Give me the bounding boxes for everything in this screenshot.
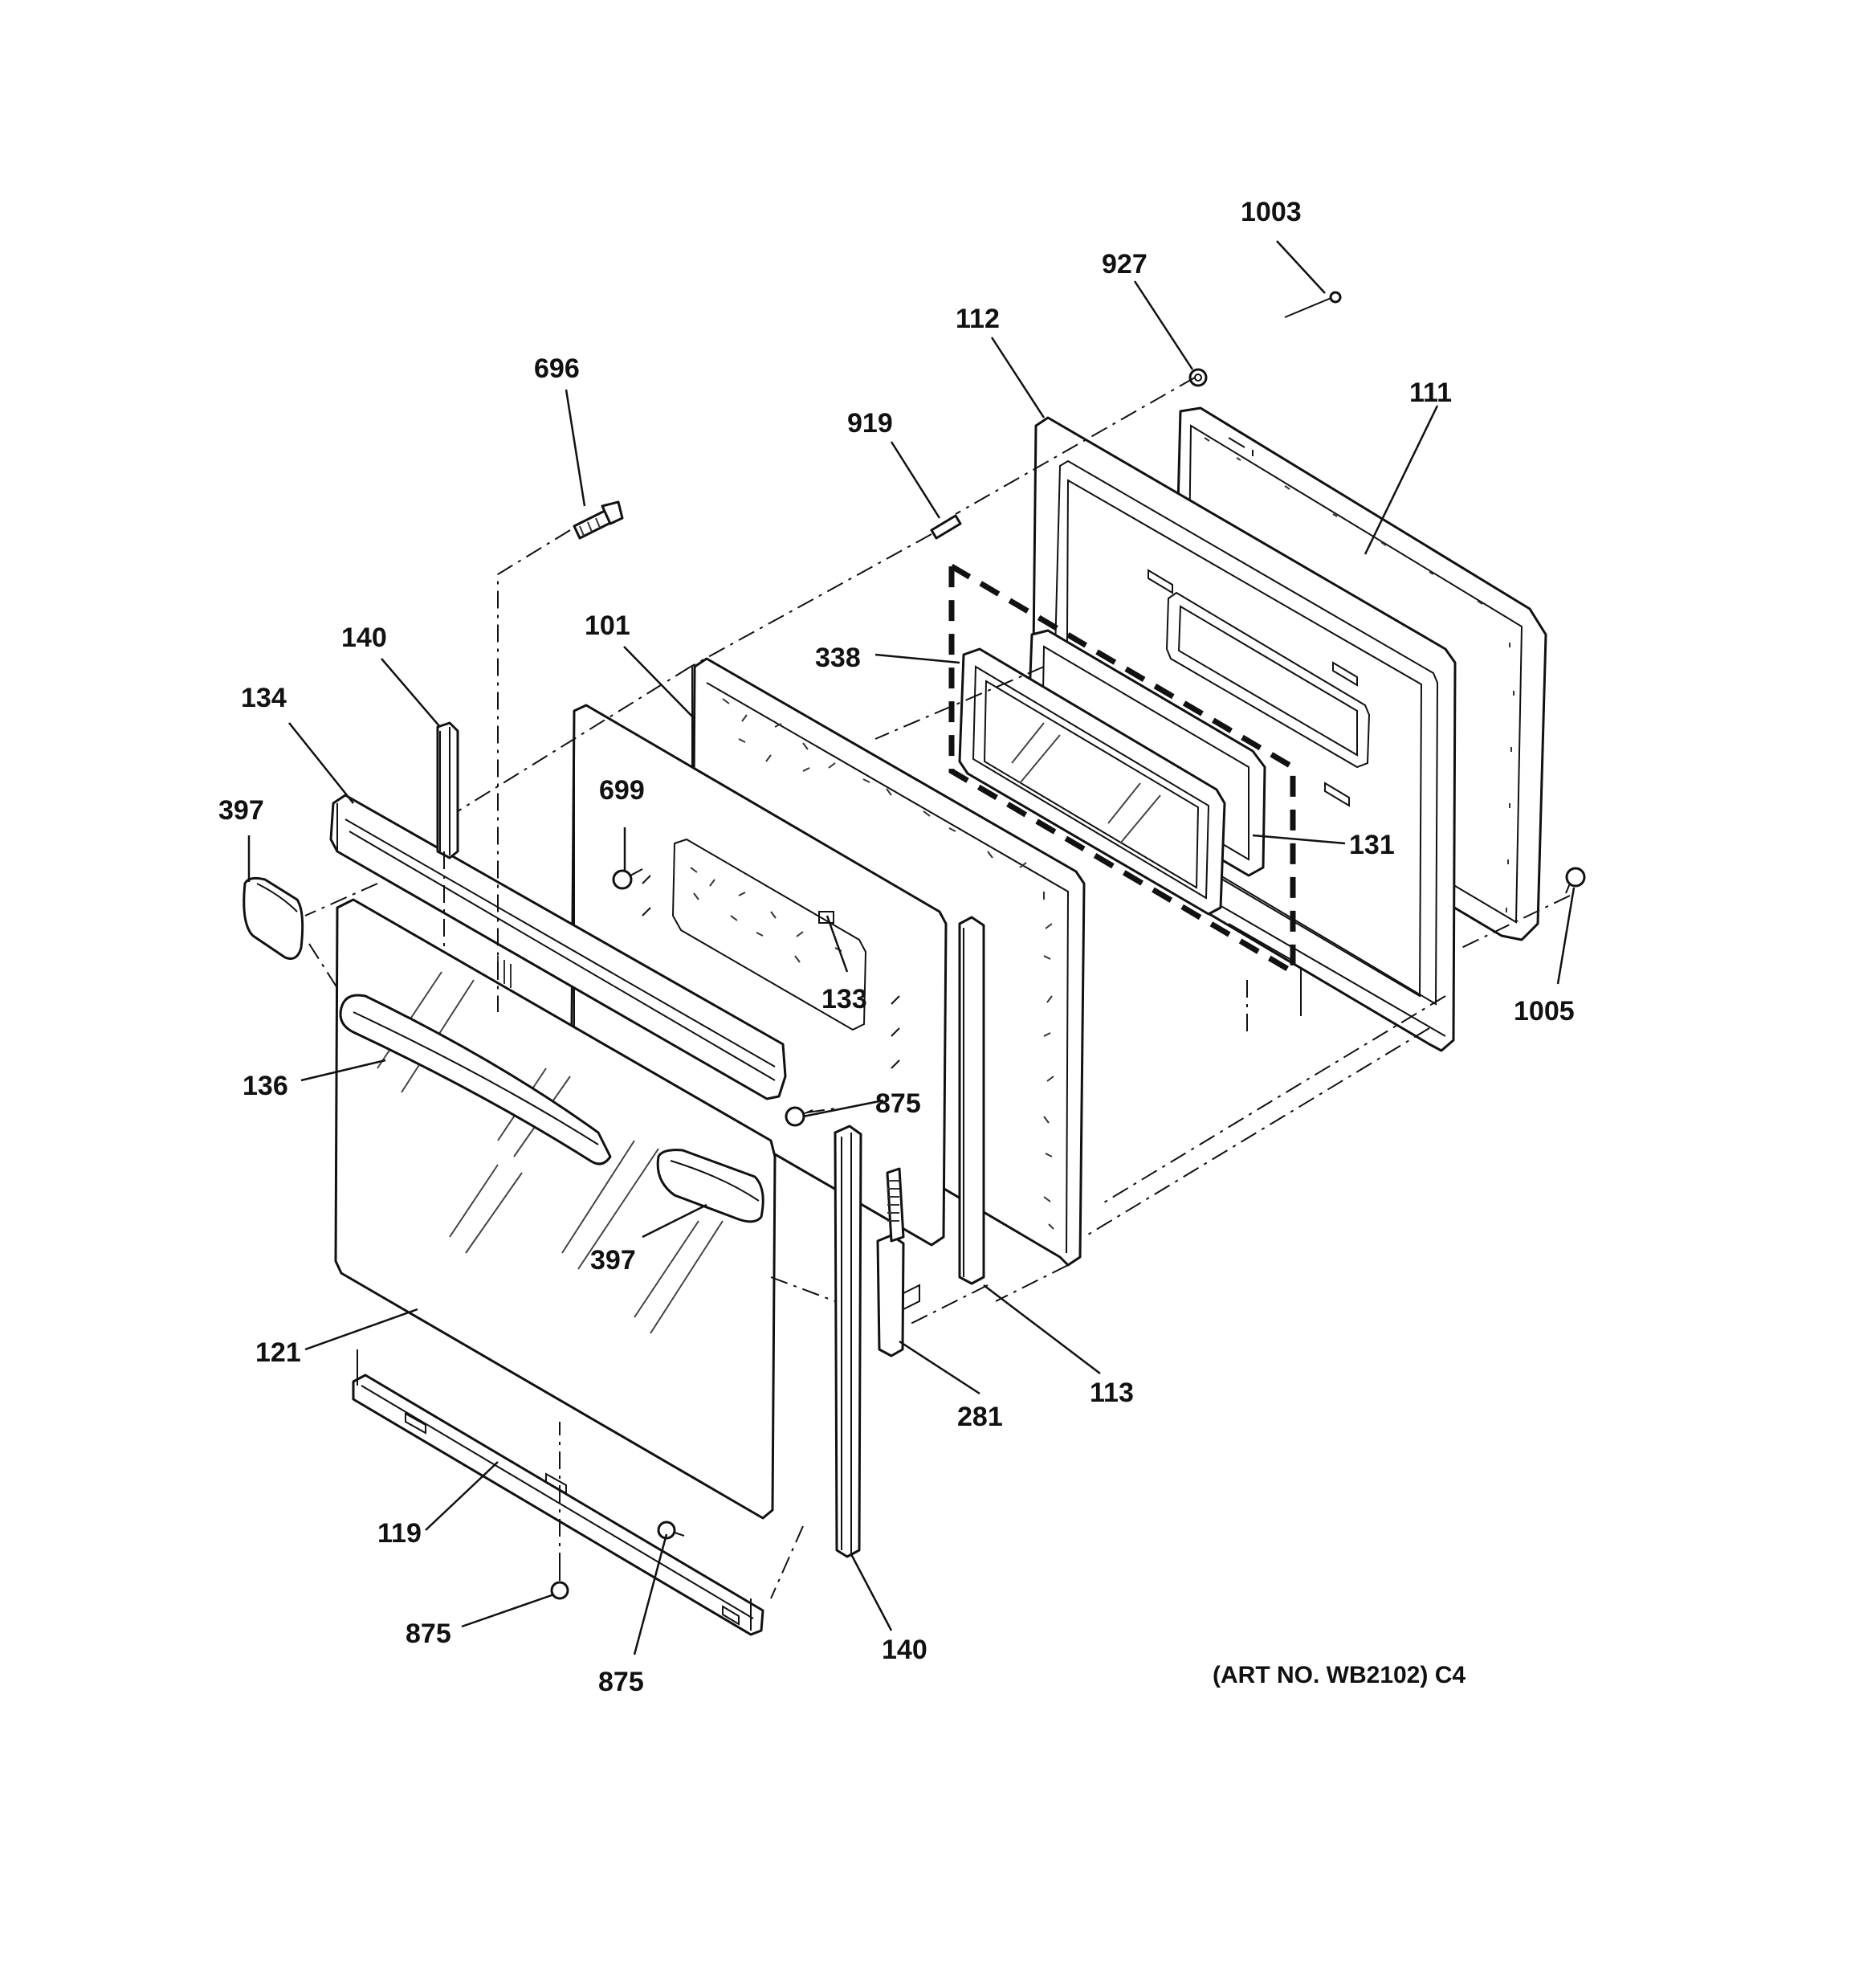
callout-281: 281 [957,1402,1003,1432]
callout-133: 133 [821,984,867,1014]
screw-1003 [1284,291,1342,318]
callout-131: 131 [1349,830,1395,860]
callout-875-upper: 875 [875,1088,921,1119]
part-338-window-glass [958,647,1226,916]
part-140-left-channel [436,721,459,1012]
screw-919 [930,514,962,540]
callout-927: 927 [1102,249,1148,280]
callout-121: 121 [255,1337,301,1368]
callout-136: 136 [243,1071,288,1101]
callout-111: 111 [1409,378,1452,408]
callout-140-lower: 140 [882,1635,927,1665]
callout-113: 113 [1090,1378,1134,1408]
assembly-lines [304,377,1571,1599]
screw-699 [612,868,643,890]
screw-1005 [1565,867,1586,894]
part-281-hinge [876,1167,920,1357]
callout-112: 112 [956,304,1000,334]
washer-927 [1188,368,1208,387]
callout-140-upper: 140 [341,623,387,653]
callout-875-lower-left: 875 [406,1619,451,1649]
screw-875-lower-right [657,1521,685,1540]
callout-1003: 1003 [1241,197,1302,227]
callout-397-right: 397 [590,1245,636,1276]
callout-696: 696 [534,353,580,384]
callout-699: 699 [599,775,645,806]
callout-1005: 1005 [1514,996,1575,1027]
callout-919: 919 [847,408,893,439]
screw-696 [573,500,624,540]
part-134-top-trim [329,794,787,1100]
part-140-right-channel [834,916,985,1558]
callout-875-lower-right: 875 [598,1667,644,1697]
callout-labels: 1003 927 112 111 696 919 140 101 338 134… [218,197,1575,1697]
part-136-handle [339,994,612,1165]
callout-101: 101 [585,610,630,641]
art-number: (ART NO. WB2102) C4 [1213,1662,1466,1688]
callout-338: 338 [815,643,861,673]
callout-119: 119 [377,1518,422,1549]
screw-875-lower-left [550,1570,569,1600]
part-397-end-caps [243,876,764,1223]
part-338-window-pack-outline [948,561,1296,978]
callout-397-left: 397 [218,795,264,826]
part-119-bottom-trim [352,1349,764,1636]
leader-lines [247,240,1576,1655]
callout-134: 134 [241,683,287,713]
